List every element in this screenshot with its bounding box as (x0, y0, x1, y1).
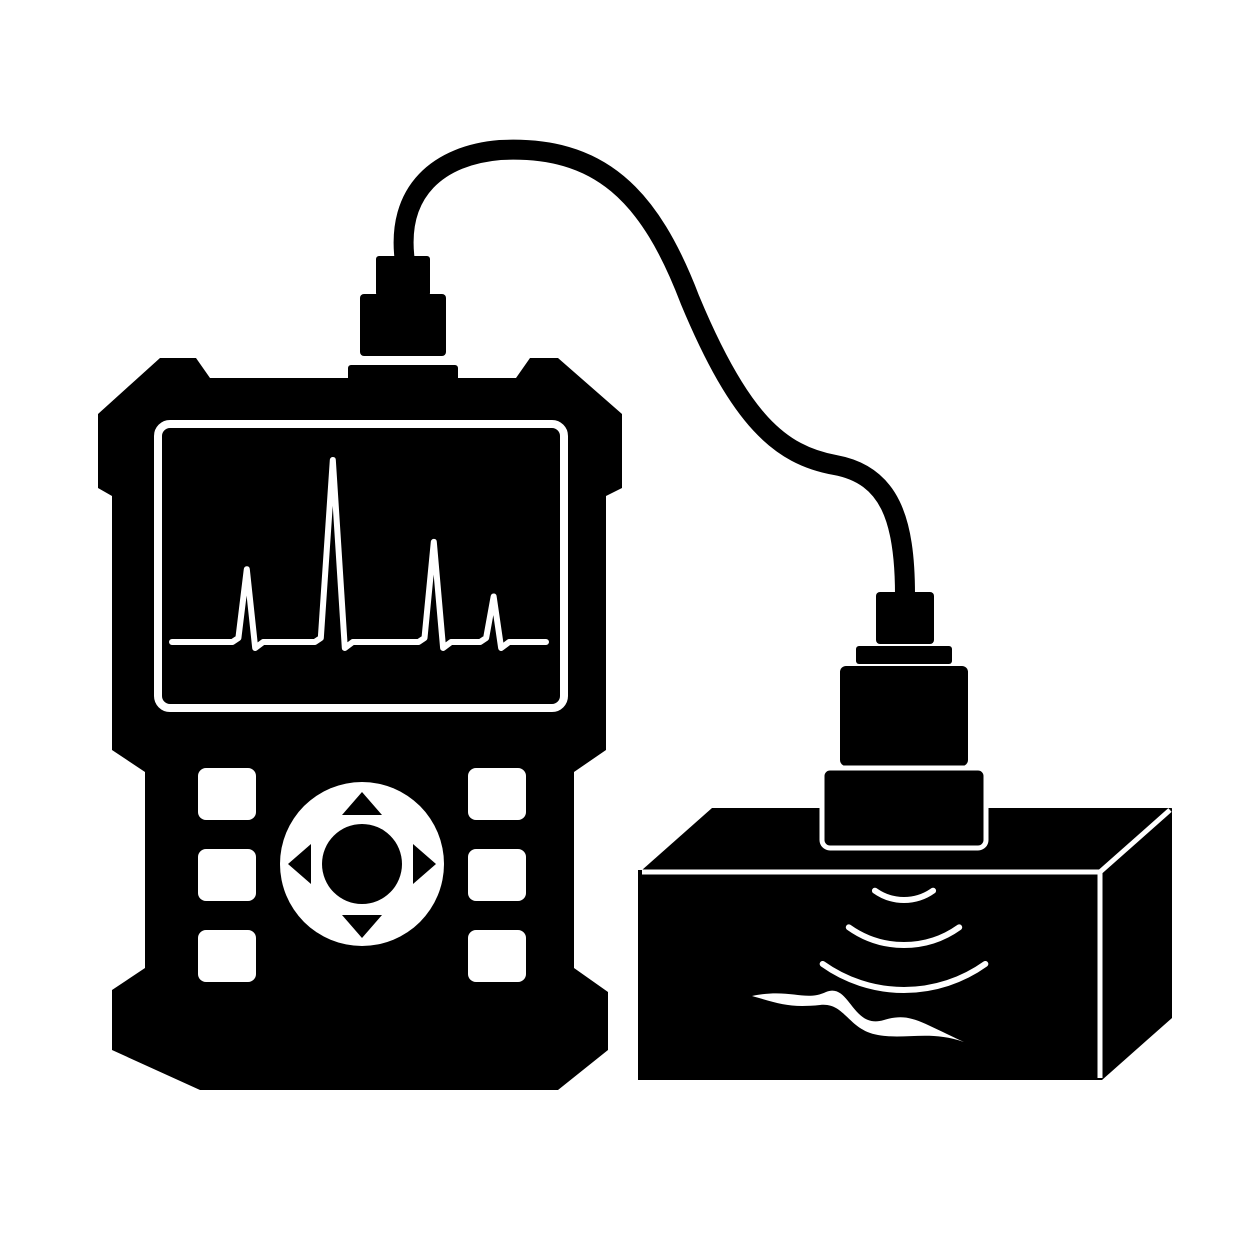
crack-defect-icon (752, 990, 964, 1042)
device-screen (154, 420, 568, 712)
block-front-face (638, 870, 1102, 1080)
dpad-right-arrow-icon[interactable] (413, 844, 436, 884)
left-keys (198, 768, 256, 982)
wave-arc (871, 887, 937, 903)
transducer-probe-icon (819, 592, 989, 851)
a-scan-waveform-icon (169, 457, 549, 651)
right-keys (468, 768, 526, 982)
left-key-2[interactable] (198, 849, 256, 901)
ultrasonic-flaw-detector-icon (98, 358, 622, 1090)
right-key-1[interactable] (468, 768, 526, 820)
block-side-face (1102, 808, 1172, 1080)
right-key-3[interactable] (468, 930, 526, 982)
dpad-left-arrow-icon[interactable] (288, 844, 311, 884)
wave-arc (819, 960, 989, 993)
wave-arc (845, 924, 963, 948)
ultrasonic-wave-icon (819, 887, 989, 993)
dpad-up-arrow-icon[interactable] (342, 792, 382, 815)
probe-cable-icon (393, 139, 915, 605)
right-key-2[interactable] (468, 849, 526, 901)
left-key-3[interactable] (198, 930, 256, 982)
dpad-down-arrow-icon[interactable] (342, 915, 382, 938)
directional-pad-icon[interactable] (280, 782, 444, 946)
device-connector-icon (348, 256, 458, 385)
left-key-1[interactable] (198, 768, 256, 820)
